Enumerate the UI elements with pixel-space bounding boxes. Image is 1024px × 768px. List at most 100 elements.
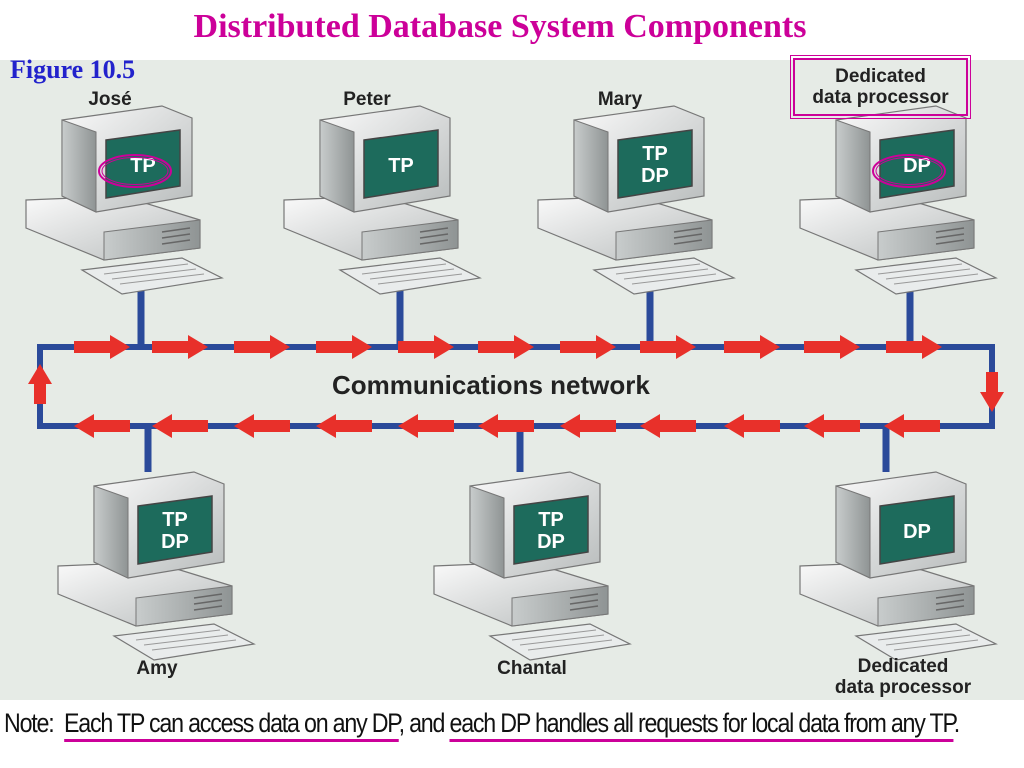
computer-jose: TP [25,105,224,295]
network-arrow-right-2 [234,335,290,359]
network-arrow-left-10 [884,414,940,438]
screen-text-dp: DP [537,531,565,553]
drive-slot [935,599,965,605]
drive-slot [673,227,703,233]
node-label-dedicated-top-line2: data processor [812,87,949,108]
keyboard-keys [877,263,963,275]
monitor-side [93,485,129,579]
keyboard-keys [151,639,237,651]
keyboard-keys [893,639,979,651]
keyboard-keys [519,634,605,646]
note-part-2: each DP handles all requests for local d… [449,708,955,742]
keyboard-keys [361,263,447,275]
keyboard-keys [893,273,979,285]
network-arrow-left-6 [560,414,616,438]
network-arrow-left-1 [152,414,208,438]
keyboard-keys [631,273,717,285]
keyboard [112,623,256,661]
monitor-side [573,119,609,213]
drive-slot [419,233,449,239]
screen-text-dp: DP [903,521,931,543]
drive-slot [193,605,223,611]
network-arrow-right-9 [804,335,860,359]
keyboard-keys [885,268,971,280]
network-arrow-right-8 [724,335,780,359]
monitor-side [319,119,355,213]
network-arrow-left-3 [316,414,372,438]
page-title: Distributed Database System Components [193,8,807,45]
node-label-jose: José [88,89,132,110]
highlight-circle [872,154,946,188]
screen-text-dp: DP [903,155,931,177]
drive-slot [161,227,191,233]
node-label-mary: Mary [597,89,643,110]
highlight-circle [98,154,172,188]
node-label-chantal: Chantal [497,658,567,679]
keyboard-keys [527,639,613,651]
node-label-dedicated-top-line1: Dedicated [835,66,926,87]
network-arrow-right-10 [886,335,942,359]
node-label-dedicated-bottom-line1: Dedicated [857,656,949,677]
keyboard-keys [369,268,455,280]
drive-slot [569,605,599,611]
network-arrow-left-9 [804,414,860,438]
node-label-amy: Amy [136,658,178,679]
drive-slot [193,599,223,605]
screen-text-tp: TP [642,143,668,165]
monitor-side [835,485,871,579]
drive-slot [161,239,191,245]
drive-slot [161,233,191,239]
monitor-screen [879,495,955,565]
drive-slot [673,233,703,239]
screen-text-dp: DP [641,165,669,187]
keyboard [80,257,224,295]
network-arrow-left-5 [478,414,534,438]
screen-text-tp: TP [130,155,156,177]
monitor-screen [513,495,589,565]
footnote: Note: Each TP can access data on any DP,… [4,708,960,764]
highlight-circle-inner [875,157,943,185]
network-arrow-left-0 [74,414,130,438]
network-stubs [137,290,914,472]
network-arrow-right-5 [478,335,534,359]
screen-text-tp: TP [538,509,564,531]
keyboard-keys [885,634,971,646]
drive-slot [935,593,965,599]
note-middle: , and [398,708,450,738]
computer-peter: TP [283,105,482,295]
computer-dp-top: DP [799,105,998,295]
keyboard-keys [135,629,221,641]
monitor-screen [363,129,439,199]
network-arrow-left-8 [724,414,780,438]
note-part-1: Each TP can access data on any DP [63,708,400,742]
network-label: Communications network [332,370,650,400]
node-label-dedicated-bottom: Dedicated data processor [818,656,988,698]
drive-slot [935,605,965,611]
screen-text-tp: TP [388,155,414,177]
drive-slot [673,239,703,245]
network-arrow-right-6 [560,335,616,359]
note-prefix: Note: [4,708,64,738]
drive-slot [935,239,965,245]
node-label-dedicated-top: Dedicated data processor [795,66,966,108]
computer-dp-bottom: DP [799,471,998,661]
keyboard-keys [623,268,709,280]
node-label-dedicated-bottom-line2: data processor [834,677,972,698]
note-suffix: . [953,708,960,738]
network-arrow-right-0 [74,335,130,359]
node-label-peter: Peter [343,89,391,110]
keyboard-keys [511,629,597,641]
monitor-side [469,485,505,579]
keyboard-keys [103,263,189,275]
dedicated-processor-highlight-box [790,55,971,119]
monitor-side [835,119,871,213]
drive-slot [419,227,449,233]
keyboard-keys [111,268,197,280]
network-arrows [28,335,1004,438]
keyboard-keys [377,273,463,285]
keyboard-keys [615,263,701,275]
